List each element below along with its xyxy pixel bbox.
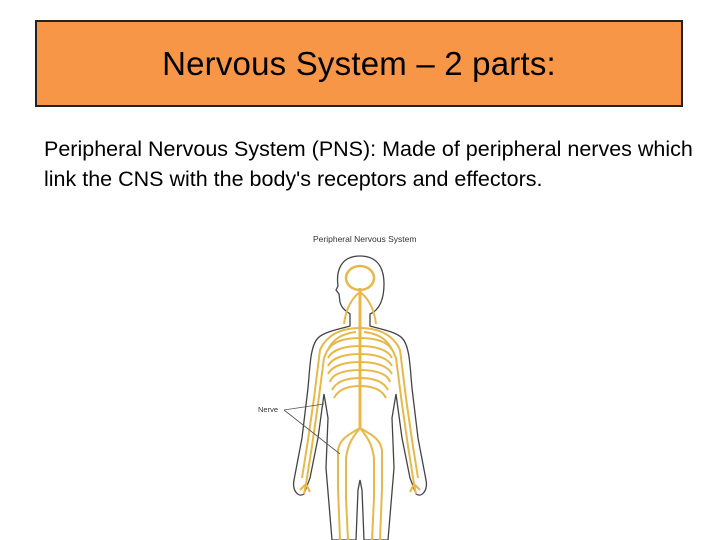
nerve-pointer-lines xyxy=(283,403,341,455)
slide-title: Nervous System – 2 parts: xyxy=(162,44,556,82)
pns-term: Peripheral Nervous System (PNS): xyxy=(44,137,377,161)
nerve-label: Nerve xyxy=(258,405,278,414)
pns-diagram: Peripheral Nervous System xyxy=(240,228,480,540)
body-outline xyxy=(292,255,428,540)
body-paragraph: Peripheral Nervous System (PNS): Made of… xyxy=(44,134,694,194)
nerve-network xyxy=(299,264,421,540)
title-box: Nervous System – 2 parts: xyxy=(35,20,683,107)
diagram-caption: Peripheral Nervous System xyxy=(313,234,416,244)
pns-definition: Made of peripheral nerves which link the… xyxy=(44,137,693,191)
